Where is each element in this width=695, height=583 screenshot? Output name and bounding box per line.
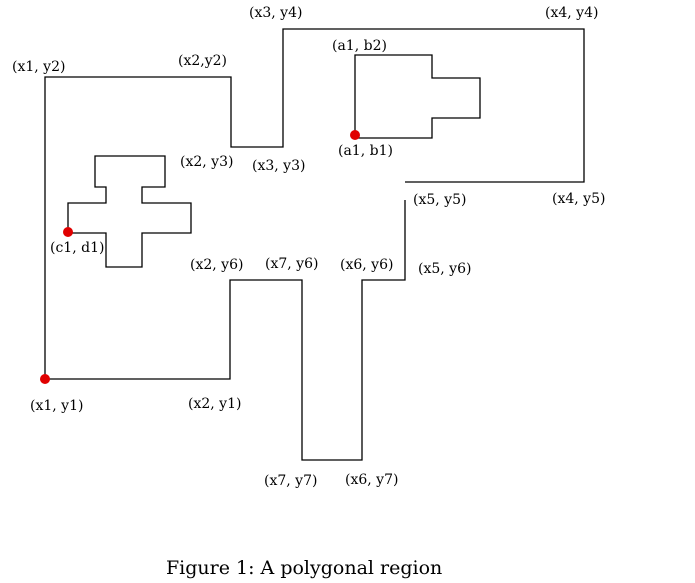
point-c1-d1 xyxy=(63,227,73,237)
point-a1-b1 xyxy=(350,130,360,140)
hole-a-boundary xyxy=(354,54,481,139)
label-a1-b1: (a1, b1) xyxy=(338,143,393,159)
label-x2-y1: (x2, y1) xyxy=(188,396,241,412)
label-x2-y3: (x2, y3) xyxy=(180,154,233,170)
label-x2-y6: (x2, y6) xyxy=(190,257,243,273)
label-x4-y4: (x4, y4) xyxy=(545,5,598,21)
label-x6-y6: (x6, y6) xyxy=(340,257,393,273)
label-c1-d1: (c1, d1) xyxy=(50,240,104,256)
label-x4-y5: (x4, y5) xyxy=(552,191,605,207)
label-x1-y2: (x1, y2) xyxy=(12,59,65,75)
outer-boundary-upper xyxy=(44,28,585,461)
label-x6-y7: (x6, y7) xyxy=(345,472,398,488)
label-x1-y1: (x1, y1) xyxy=(30,398,83,414)
label-x7-y6: (x7, y6) xyxy=(265,256,318,272)
point-x1-y1 xyxy=(40,374,50,384)
label-x5-y5: (x5, y5) xyxy=(413,192,466,208)
figure-caption: Figure 1: A polygonal region xyxy=(166,557,442,579)
label-x3-y3: (x3, y3) xyxy=(252,158,305,174)
hole-c-boundary xyxy=(67,155,192,268)
label-x3-y4: (x3, y4) xyxy=(249,5,302,21)
label-x5-y6: (x5, y6) xyxy=(418,261,471,277)
label-x2-y2: (x2,y2) xyxy=(178,53,227,69)
label-x7-y7: (x7, y7) xyxy=(264,473,317,489)
label-a1-b2: (a1, b2) xyxy=(332,38,387,54)
